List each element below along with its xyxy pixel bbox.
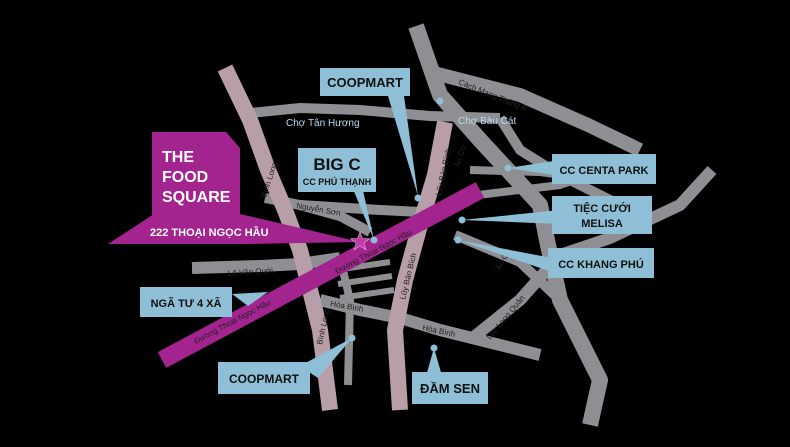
callout-big-c-sub: CC PHÚ THẠNH xyxy=(303,176,372,187)
callout-box-khang-phu xyxy=(548,248,654,278)
callout-box-centa-park xyxy=(552,154,656,184)
map-pin-icon xyxy=(458,216,466,224)
map-pin-icon xyxy=(414,194,422,202)
pointer-coopmart-bottom xyxy=(300,338,352,378)
callout-boxes: COOPMART BIG C CC PHÚ THẠNH CC CENTA PAR… xyxy=(140,68,656,404)
map-pin-icon xyxy=(454,236,462,244)
callout-coopmart-top: COOPMART xyxy=(327,75,403,90)
callout-box-big-c xyxy=(298,148,376,192)
callout-box-coopmart-top xyxy=(320,68,410,96)
callout-box-dam-sen xyxy=(412,372,488,404)
brand-line-2: FOOD xyxy=(162,169,208,186)
brand-line-1: THE xyxy=(162,149,194,166)
thoai-ngoc-hau-road xyxy=(157,182,485,368)
callout-tiec-cuoi-line2: MELISA xyxy=(581,218,623,230)
callout-box-tiec-cuoi xyxy=(552,196,652,234)
street-upper-horizontal xyxy=(249,103,501,123)
street-upper-east xyxy=(495,115,623,210)
callout-nga-tu: NGÃ TƯ 4 XÃ xyxy=(151,297,222,310)
pointer-centa-park xyxy=(508,160,560,176)
callout-box-coopmart-bottom xyxy=(218,362,310,394)
pointer-khang-phu xyxy=(458,240,552,272)
brand-callout: THE FOOD SQUARE 222 THOẠI NGỌC HẦU xyxy=(108,132,360,244)
street-mid xyxy=(299,200,421,217)
callout-centa-park: CC CENTA PARK xyxy=(559,165,648,177)
place-label-cho-bau-cat: Chợ Bàu Cát xyxy=(458,116,516,127)
callout-dam-sen: ĐẦM SEN xyxy=(420,381,480,396)
brand-address: 222 THOẠI NGỌC HẦU xyxy=(150,226,269,239)
callout-tiec-cuoi-line1: TIỆC CƯỚI xyxy=(573,202,631,215)
callout-big-c-title: BIG C xyxy=(313,155,360,174)
map-pin-icon xyxy=(370,236,378,244)
road-label-le-van-quoi: Lê Văn Quới xyxy=(228,266,274,278)
brand-box xyxy=(152,132,240,216)
brand-line-3: SQUARE xyxy=(162,189,231,206)
pointer-coopmart-top xyxy=(388,96,418,196)
pointer-nga-tu xyxy=(232,292,268,306)
place-label-cho-tan-huong: Chợ Tân Hương xyxy=(286,118,360,129)
callout-khang-phu: CC KHANG PHÚ xyxy=(558,258,644,271)
street-small-3 xyxy=(339,287,395,301)
le-van-quoi-road xyxy=(191,252,341,274)
street-small-2 xyxy=(337,273,393,287)
map-pin-icon xyxy=(504,164,512,172)
au-co-road xyxy=(408,23,608,427)
lac-long-quan-road xyxy=(466,165,717,345)
callout-coopmart-bottom: COOPMART xyxy=(229,372,300,386)
pointer-tiec-cuoi xyxy=(462,210,560,224)
callout-box-nga-tu xyxy=(140,287,232,317)
star-icon xyxy=(349,231,371,251)
pointer-dam-sen xyxy=(426,348,442,376)
brand-pointer xyxy=(108,214,360,244)
map-pin-icon xyxy=(348,334,356,342)
map-pin-icon xyxy=(436,97,444,105)
luy-ban-bich-road xyxy=(387,120,453,411)
cach-mang-thang-8-road xyxy=(428,65,644,157)
streets xyxy=(191,23,717,427)
map-pins xyxy=(348,97,512,352)
map-pin-icon xyxy=(430,344,438,352)
